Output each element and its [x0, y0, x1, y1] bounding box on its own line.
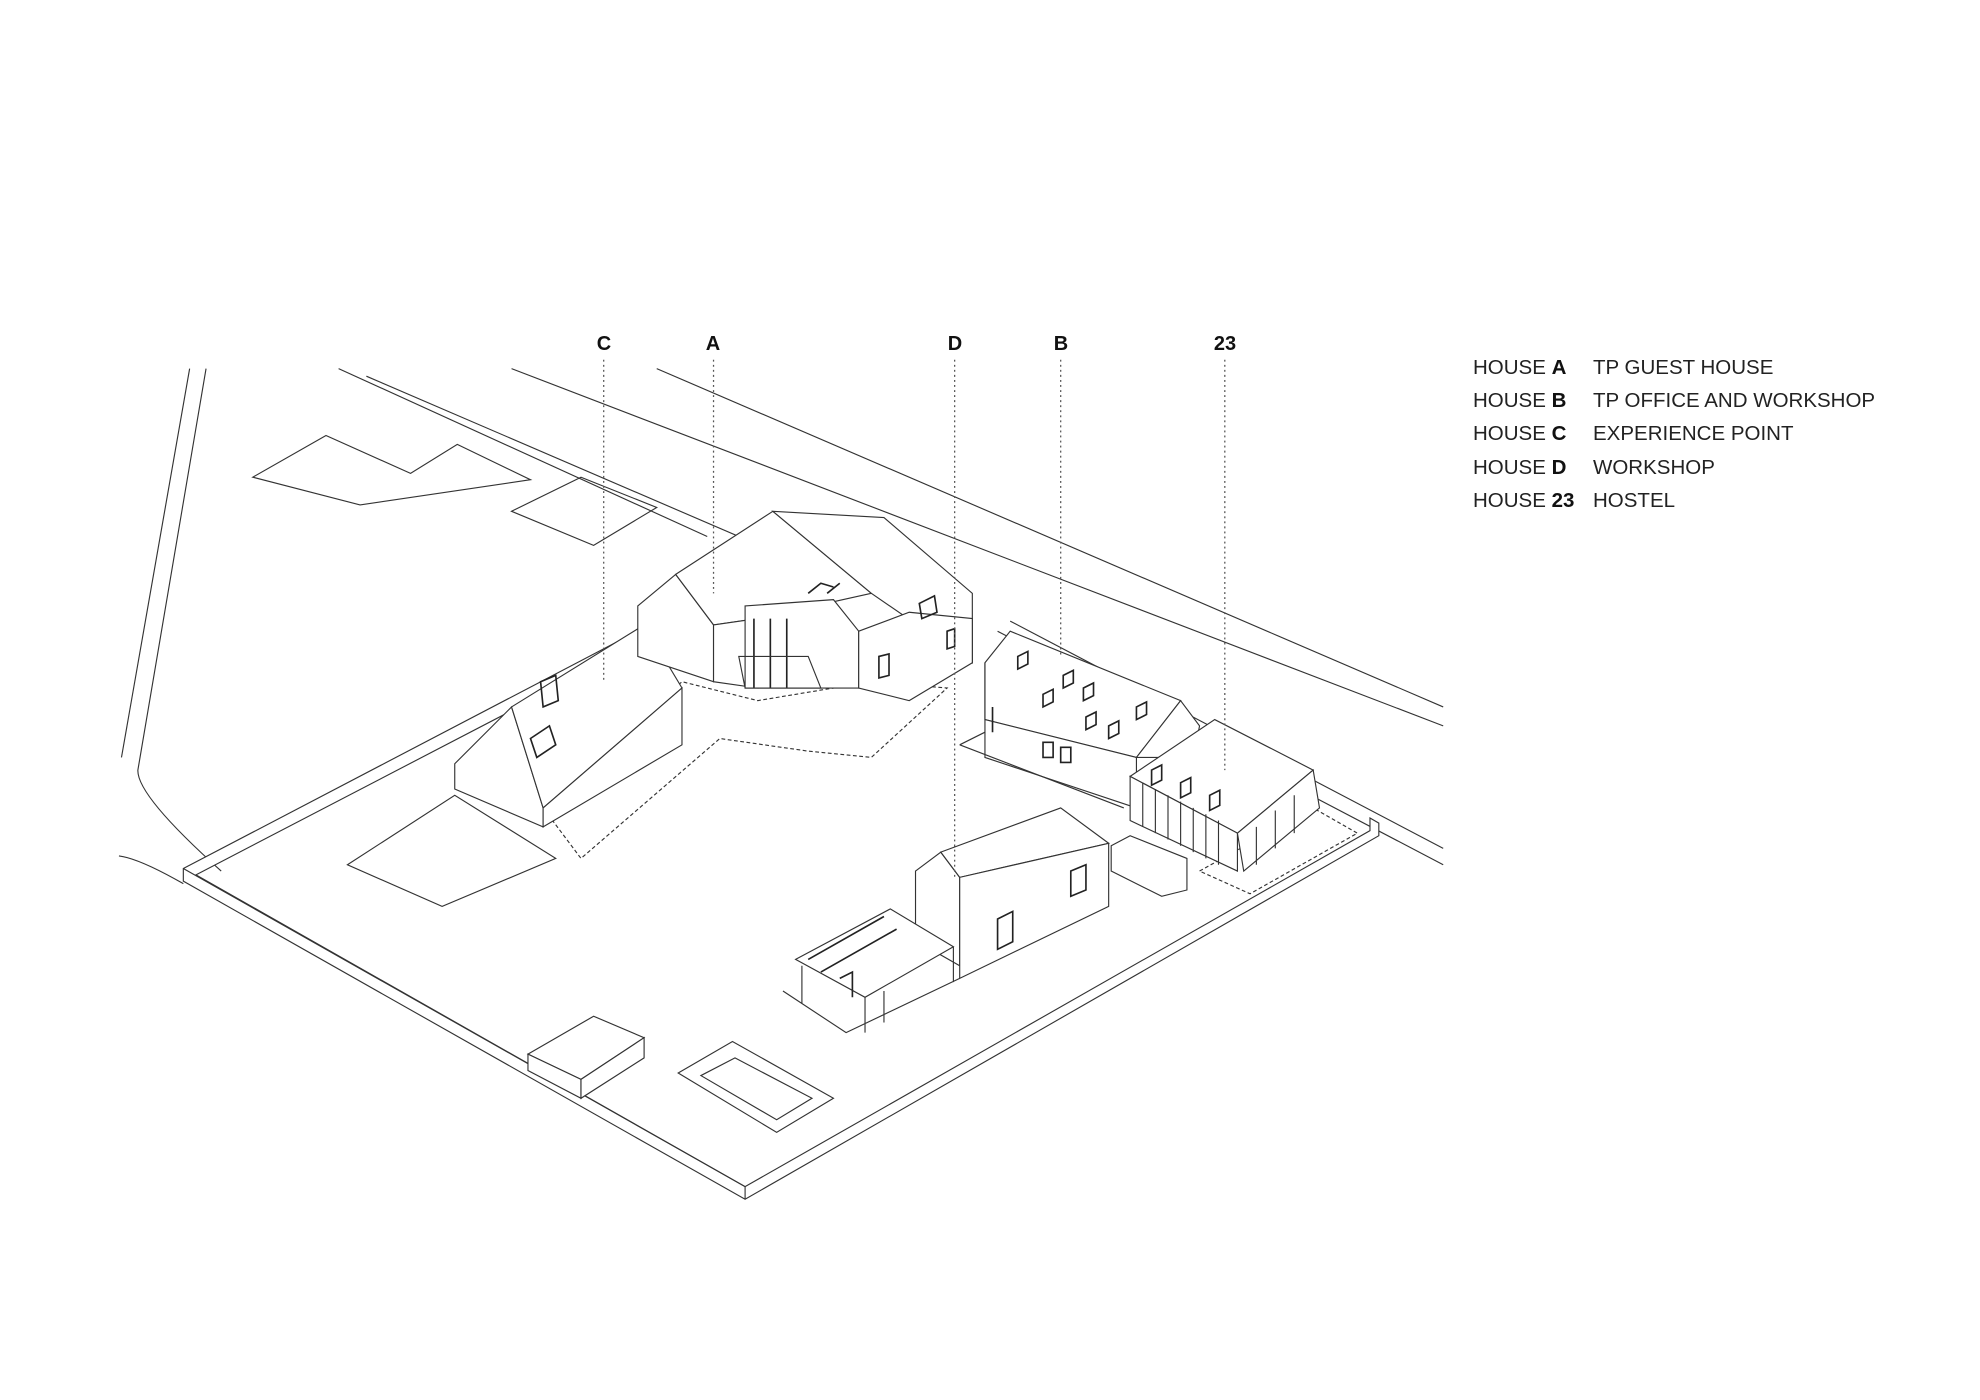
callout-house-c: C	[596, 333, 612, 355]
legend-row-house-c: HOUSE C EXPERIENCE POINT	[1473, 422, 1875, 455]
house-d	[782, 807, 1110, 1034]
legend-house-id: B	[1551, 389, 1567, 413]
callout-house-b: B	[1053, 333, 1069, 355]
legend: HOUSE A TP GUEST HOUSE HOUSE B TP OFFICE A…	[1473, 356, 1875, 522]
legend-house-id: A	[1551, 356, 1567, 379]
legend-prefix: HOUSE	[1473, 356, 1546, 379]
legend-house-id: C	[1551, 422, 1567, 446]
legend-row-house-23: HOUSE 23 HOSTEL	[1473, 489, 1875, 522]
callout-house-d: D	[947, 333, 963, 355]
house-23	[1129, 718, 1321, 873]
legend-prefix: HOUSE	[1473, 455, 1546, 479]
legend-house-id: 23	[1551, 488, 1575, 512]
legend-row-house-d: HOUSE D WORKSHOP	[1473, 456, 1875, 489]
legend-description: HOSTEL	[1593, 488, 1676, 512]
house-c	[454, 624, 683, 828]
legend-prefix: HOUSE	[1473, 422, 1546, 446]
legend-house-id: D	[1551, 455, 1567, 479]
callout-house-23: 23	[1213, 333, 1237, 355]
legend-description: WORKSHOP	[1593, 455, 1715, 479]
neighbour-plots	[251, 434, 659, 546]
legend-prefix: HOUSE	[1473, 389, 1546, 413]
legend-description: TP OFFICE AND WORKSHOP	[1593, 389, 1876, 413]
legend-prefix: HOUSE	[1473, 488, 1546, 512]
callout-house-a: A	[705, 333, 721, 355]
legend-description: EXPERIENCE POINT	[1593, 422, 1794, 446]
house-a	[637, 510, 973, 702]
legend-row-house-b: HOUSE B TP OFFICE AND WORKSHOP	[1473, 389, 1875, 422]
legend-row-house-a: HOUSE A TP GUEST HOUSE	[1473, 356, 1875, 389]
legend-description: TP GUEST HOUSE	[1593, 356, 1774, 379]
callout-leaders	[603, 359, 1226, 878]
site-objects	[526, 835, 1188, 1134]
